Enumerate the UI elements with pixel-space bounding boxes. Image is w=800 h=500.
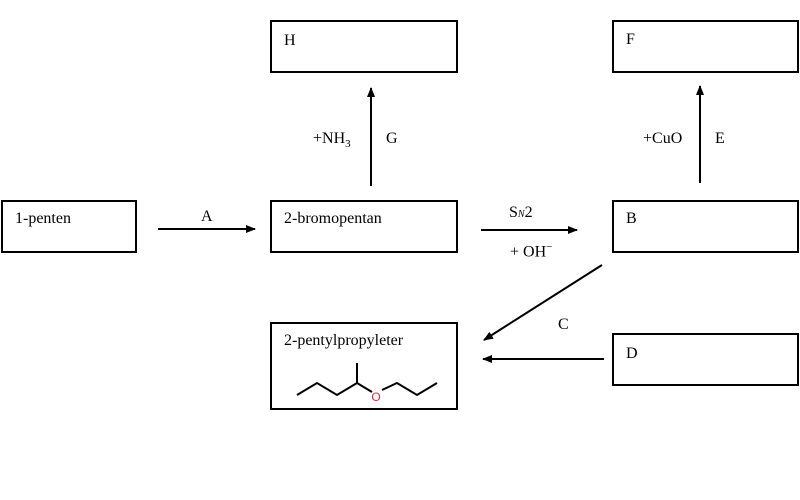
ether-oxygen-atom: O bbox=[371, 390, 380, 404]
box-D: D bbox=[612, 333, 799, 386]
box-H: H bbox=[270, 20, 458, 73]
box-2-bromopentane: 2-bromopentan bbox=[270, 200, 458, 253]
reagent-hydroxide: + OH− bbox=[510, 241, 552, 261]
sn2-2: 2 bbox=[524, 204, 533, 221]
arrow-label-A: A bbox=[201, 208, 213, 225]
sn2-subscript: N bbox=[517, 209, 525, 220]
ether-skeletal-structure: O bbox=[296, 363, 438, 404]
hydroxide-charge: − bbox=[546, 241, 553, 253]
sn2-s: S bbox=[509, 204, 518, 221]
reagent-nh3: +NH3 bbox=[313, 130, 351, 150]
ether-bond-c-o bbox=[356, 382, 373, 393]
ether-carbon-chain-left bbox=[296, 381, 358, 397]
reagent-nh3-text: +NH bbox=[313, 130, 346, 147]
arrow-label-E: E bbox=[715, 130, 725, 147]
ether-carbon-chain-right bbox=[381, 381, 438, 397]
hydroxide-text: + OH bbox=[510, 243, 547, 261]
box-F: F bbox=[612, 20, 799, 73]
reagent-nh3-subscript: 3 bbox=[345, 138, 351, 151]
label-2-pentylpropylether: 2-pentylpropyleter bbox=[284, 332, 404, 349]
label-1-pentene: 1-penten bbox=[15, 210, 71, 227]
label-B: B bbox=[626, 210, 637, 227]
arrow-label-C: C bbox=[558, 316, 569, 333]
arrow-B-to-ether bbox=[483, 264, 603, 341]
reagent-cuo: +CuO bbox=[643, 130, 683, 147]
label-F: F bbox=[626, 31, 635, 48]
arrow-label-sn2: SN2 bbox=[509, 204, 533, 222]
label-H: H bbox=[284, 32, 296, 49]
arrow-label-G: G bbox=[386, 130, 398, 147]
label-D: D bbox=[626, 345, 638, 362]
label-2-bromopentane: 2-bromopentan bbox=[284, 210, 382, 227]
box-1-pentene: 1-penten bbox=[1, 200, 137, 253]
box-B: B bbox=[612, 200, 799, 253]
box-2-pentylpropylether: 2-pentylpropyleter O bbox=[270, 322, 458, 410]
